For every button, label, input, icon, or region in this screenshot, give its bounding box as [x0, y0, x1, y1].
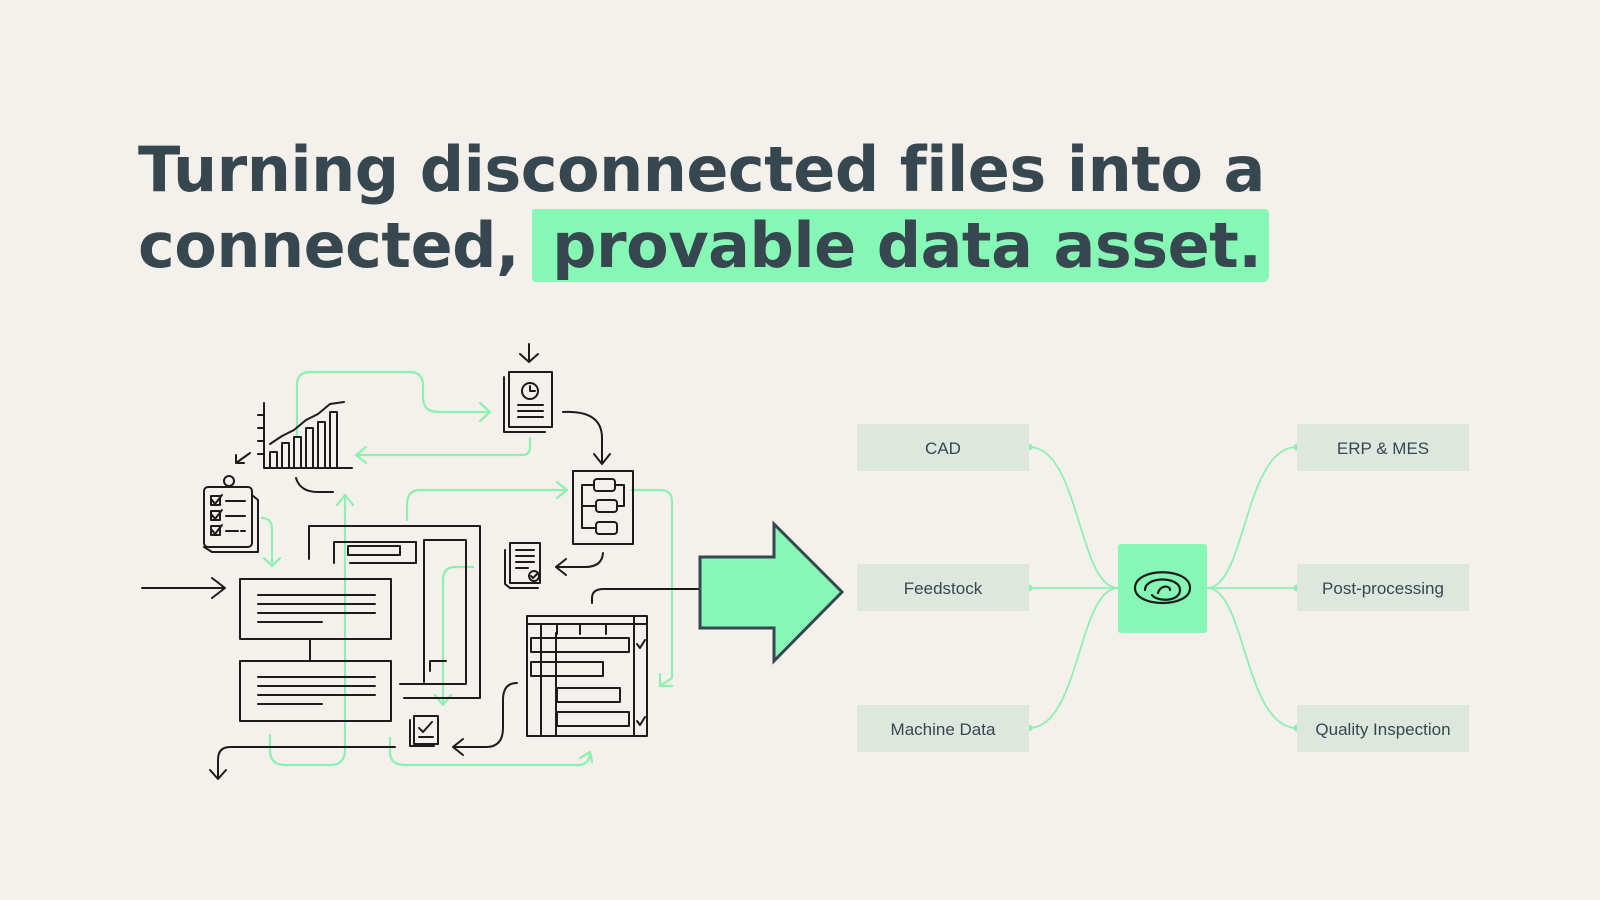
- headline-highlight: provable data asset.: [532, 209, 1270, 282]
- bar-chart-icon: [235, 401, 353, 493]
- flowchart-document-icon: [555, 470, 634, 576]
- source-node-cad: CAD: [857, 424, 1029, 471]
- hub-node: [1118, 544, 1207, 633]
- bottom-exit-arrow: [217, 746, 396, 779]
- target-node-post-processing: Post-processing: [1297, 564, 1469, 611]
- timed-document-icon: [503, 343, 611, 465]
- layered-loop-logo-icon: [1133, 571, 1192, 605]
- headline: Turning disconnected files into a connec…: [138, 132, 1270, 284]
- disconnected-files-illustration: [141, 343, 701, 780]
- target-label: Quality Inspection: [1315, 720, 1450, 739]
- target-label: ERP & MES: [1337, 439, 1429, 458]
- headline-line-1: Turning disconnected files into a: [138, 133, 1265, 206]
- source-label: CAD: [925, 439, 961, 458]
- headline-line-2: connected, provable data asset.: [138, 208, 1270, 284]
- scattered-green-connectors: [260, 370, 674, 767]
- source-label: Machine Data: [891, 720, 996, 739]
- headline-plain: connected,: [138, 209, 520, 282]
- transform-arrow: [698, 520, 845, 665]
- target-node-quality-inspection: Quality Inspection: [1297, 705, 1469, 752]
- spreadsheet-icon: [452, 615, 648, 756]
- form-layout-icon: [239, 525, 481, 722]
- target-node-erp-mes: ERP & MES: [1297, 424, 1469, 471]
- certified-document-icon: [504, 542, 541, 589]
- checklist-icon: [203, 475, 259, 553]
- scattered-file-icons: [141, 343, 701, 780]
- small-checklist-icon: [409, 715, 439, 747]
- source-node-machine-data: Machine Data: [857, 705, 1029, 752]
- hub-connectors: [1028, 446, 1298, 729]
- source-node-feedstock: Feedstock: [857, 564, 1029, 611]
- source-label: Feedstock: [904, 579, 983, 598]
- target-label: Post-processing: [1322, 579, 1444, 598]
